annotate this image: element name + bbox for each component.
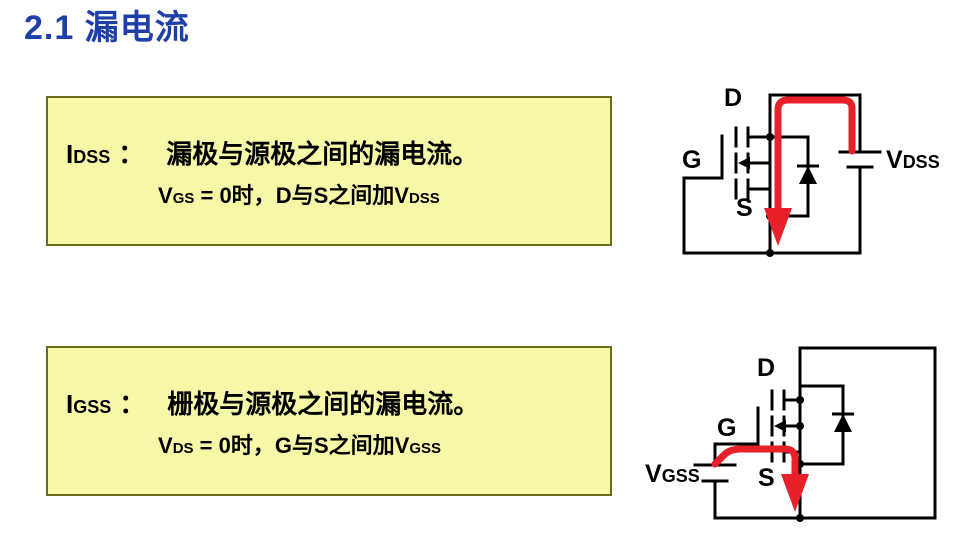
condition-middle: G与S之间加 xyxy=(274,433,395,458)
label-source: S xyxy=(758,464,775,492)
label-gate: G xyxy=(682,146,701,174)
callout-idss-line1: IDSS： 漏极与源极之间的漏电流。 xyxy=(66,134,596,171)
callout-igss-line2: VDS = 0时，G与S之间加VGSS xyxy=(158,428,598,460)
condition-equals: = 0时， xyxy=(194,183,276,208)
callout-box-idss: IDSS： 漏极与源极之间的漏电流。 VGS = 0时，D与S之间加VDSS xyxy=(46,96,612,246)
page-title: 2.1 漏电流 xyxy=(24,9,190,47)
callout-idss-line2: VGS = 0时，D与S之间加VDSS xyxy=(158,178,598,210)
circuit-diagram-idss: D G S VDSS xyxy=(660,68,960,280)
circuit-diagram-igss: D G S VGSS xyxy=(645,336,960,541)
colon-idss: ： xyxy=(118,139,145,169)
condition-vgss: VGSS xyxy=(394,433,442,458)
junction-dots xyxy=(796,396,804,522)
condition-middle: D与S之间加 xyxy=(275,183,395,208)
callout-box-igss: IGSS： 栅极与源极之间的漏电流。 VDS = 0时，G与S之间加VGSS xyxy=(46,346,612,496)
symbol-idss: IDSS xyxy=(66,139,111,169)
mosfet-bulk-arrow-icon xyxy=(738,157,750,169)
condition-vgs: VGS xyxy=(158,183,195,208)
condition-vds: VDS xyxy=(158,433,194,458)
mosfet-bulk-arrow-icon xyxy=(774,420,786,432)
condition-equals: = 0时， xyxy=(193,433,275,458)
label-source: S xyxy=(736,194,753,222)
colon-igss: ： xyxy=(119,389,146,419)
body-diode-icon xyxy=(797,164,819,184)
label-gate: G xyxy=(717,414,736,442)
condition-vdss: VDSS xyxy=(394,183,440,208)
label-vdss: VDSS xyxy=(886,146,940,174)
symbol-igss: IGSS xyxy=(66,389,112,419)
current-path-igss xyxy=(711,445,809,512)
label-drain: D xyxy=(757,354,775,382)
current-path-idss xyxy=(764,96,856,246)
description-idss: 漏极与源极之间的漏电流。 xyxy=(166,139,479,169)
callout-igss-line1: IGSS： 栅极与源极之间的漏电流。 xyxy=(66,384,596,421)
description-igss: 栅极与源极之间的漏电流。 xyxy=(167,389,480,419)
label-drain: D xyxy=(724,84,742,112)
body-diode-icon xyxy=(832,412,854,432)
label-vgss: VGSS xyxy=(645,460,700,488)
